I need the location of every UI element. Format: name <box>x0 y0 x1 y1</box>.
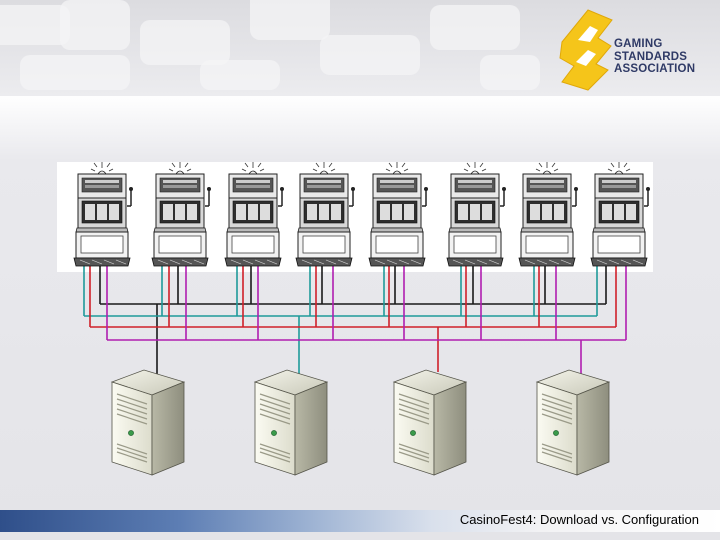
slot-machine-7 <box>518 161 579 267</box>
logo-wordmark: GAMING STANDARDS ASSOCIATION <box>614 38 714 76</box>
logo-line-1: GAMING <box>614 38 663 50</box>
server-3 <box>393 369 467 476</box>
slot-machine-6 <box>446 161 507 267</box>
server-1 <box>111 369 185 476</box>
network-bus <box>83 266 627 380</box>
server-4 <box>536 369 610 476</box>
slot-machine-8 <box>590 161 651 267</box>
slot-machine-1 <box>73 161 134 267</box>
slot-machine-5 <box>368 161 429 267</box>
slot-machine-2 <box>151 161 212 267</box>
logo-line-2: STANDARDS <box>614 50 688 63</box>
slot-machine-4 <box>295 161 356 267</box>
slot-machine-3 <box>224 161 285 267</box>
footer-bar <box>0 510 720 532</box>
gsa-logo-icon <box>559 9 613 91</box>
logo-line-3: ASSOCIATION <box>614 63 696 75</box>
footer-caption: CasinoFest4: Download vs. Configuration <box>459 512 699 527</box>
server-2 <box>254 369 328 476</box>
